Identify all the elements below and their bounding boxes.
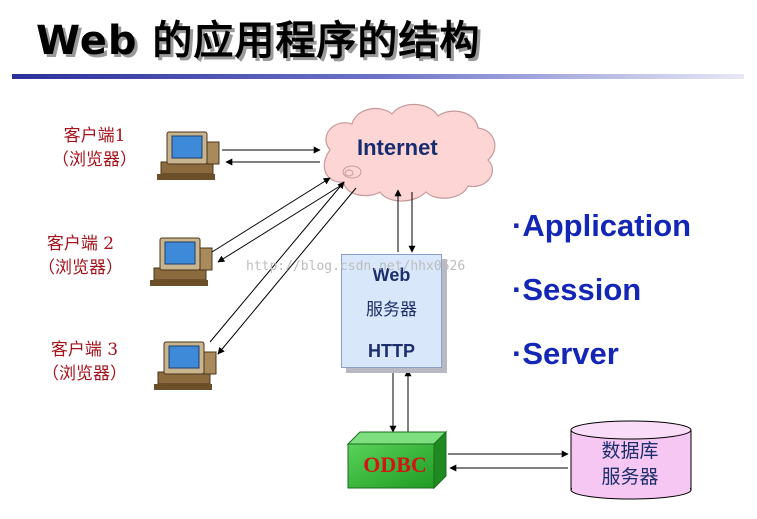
odbc-label: ODBC [363,452,427,477]
web-server-box: Web 服务器 HTTP [341,254,442,368]
bullet-session: ·Session [512,272,642,307]
client-2-name: 客户端 2 [46,234,115,254]
database-cylinder-icon [570,420,692,500]
arrow-client3-to-cloud [209,181,345,343]
client-2-sub: （浏览器） [38,258,123,278]
title-underline [12,74,744,79]
database-line1: 数据库 [601,440,659,462]
watermark: http://blog.csdn.net/hhx0626 [246,259,466,274]
client-1-name: 客户端1 [63,126,126,146]
arrow-client2-to-cloud [211,177,331,253]
client-2-label: 客户端 2 （浏览器） [38,232,123,280]
client-3-name: 客户端 3 [50,340,119,360]
client-2-computer-icon [150,237,213,286]
internet-cloud-icon [323,103,496,202]
bullet-server: ·Server [512,336,619,371]
client-3-sub: （浏览器） [42,364,127,384]
client-3-label: 客户端 3 （浏览器） [42,338,127,386]
client-1-computer-icon [157,131,220,180]
web-server-line3: HTTP [368,341,415,361]
client-3-computer-icon [154,341,217,390]
web-server-line1: Web [372,265,411,285]
arrow-cloud-to-client3 [217,187,357,355]
database-line2: 服务器 [601,466,659,488]
page-title: Web 的应用程序的结构 [36,18,481,64]
client-1-sub: （浏览器） [52,150,137,170]
client-1-label: 客户端1 （浏览器） [52,124,137,172]
bullet-application: ·Application [512,208,692,243]
internet-label: Internet [357,135,438,160]
web-server-line2: 服务器 [366,300,417,320]
database-label: 数据库 服务器 [575,438,685,490]
odbc-box [346,430,448,490]
arrow-cloud-to-client2 [217,185,341,263]
